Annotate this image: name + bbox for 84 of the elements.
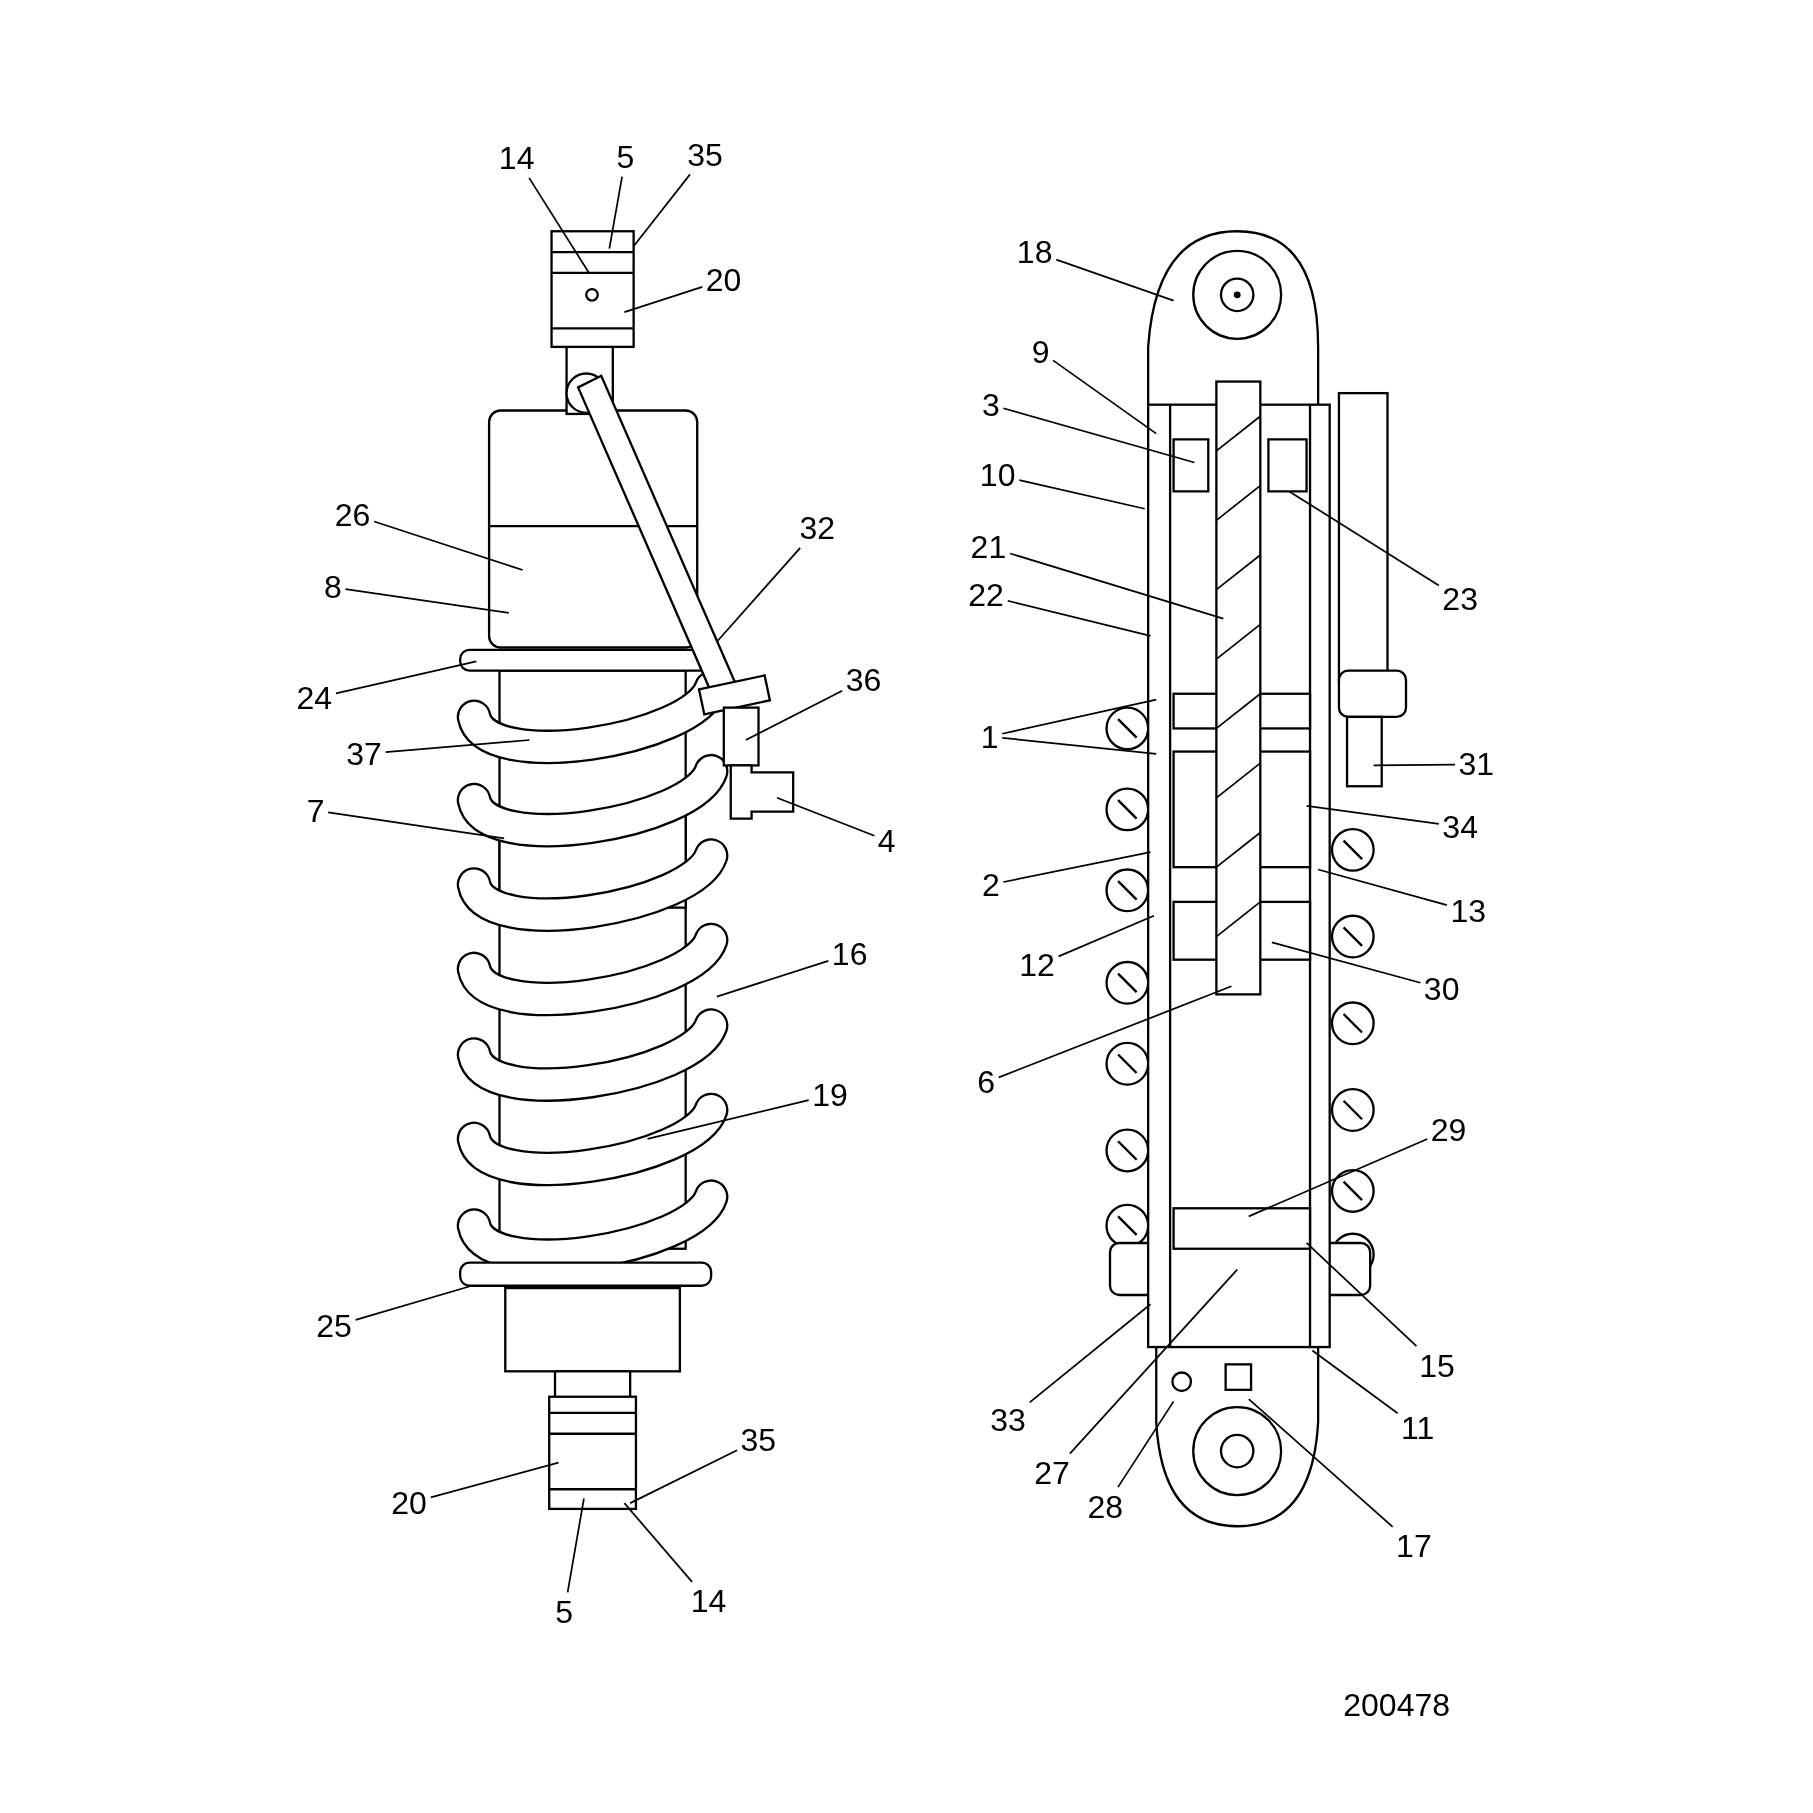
leader-line bbox=[1372, 763, 1456, 767]
callout-number: 10 bbox=[979, 459, 1016, 492]
leader-line bbox=[373, 520, 524, 571]
callout-number: 36 bbox=[845, 663, 882, 696]
callout-number: 24 bbox=[296, 682, 333, 715]
callout-number: 19 bbox=[812, 1078, 848, 1111]
callout-number: 23 bbox=[1442, 582, 1478, 615]
callout-number: 13 bbox=[1450, 895, 1487, 928]
leader-line bbox=[646, 1099, 810, 1140]
leader-line bbox=[1028, 1303, 1152, 1404]
leader-line bbox=[1055, 258, 1175, 302]
leader-line bbox=[744, 689, 844, 741]
leader-line bbox=[1305, 805, 1440, 825]
callout-number: 30 bbox=[1423, 972, 1460, 1005]
callout-number: 17 bbox=[1396, 1529, 1432, 1562]
leader-line bbox=[1288, 490, 1440, 587]
callout-number: 33 bbox=[990, 1403, 1026, 1436]
leader-line bbox=[335, 660, 478, 695]
leader-line bbox=[1002, 407, 1196, 464]
leader-line bbox=[344, 588, 510, 614]
callout-number: 14 bbox=[690, 1585, 727, 1618]
callout-number: 29 bbox=[1430, 1113, 1467, 1146]
leader-line bbox=[623, 285, 704, 314]
leader-line bbox=[716, 959, 830, 998]
leader-line bbox=[623, 1502, 693, 1583]
callout-number: 37 bbox=[346, 737, 382, 770]
callout-number: 5 bbox=[616, 141, 635, 174]
leader-line bbox=[1271, 941, 1422, 984]
figure-number: 200478 bbox=[1343, 1689, 1451, 1722]
leader-line bbox=[1117, 1400, 1175, 1488]
callout-number: 34 bbox=[1442, 810, 1478, 843]
leader-line bbox=[776, 796, 876, 837]
callout-number: 2 bbox=[981, 868, 1000, 901]
leader-line bbox=[1057, 914, 1155, 958]
leader-line bbox=[429, 1461, 560, 1499]
callout-number: 15 bbox=[1419, 1349, 1455, 1382]
leader-line bbox=[327, 811, 505, 840]
callout-number: 14 bbox=[498, 142, 535, 175]
callout-number: 25 bbox=[316, 1310, 352, 1343]
leader-line bbox=[997, 985, 1233, 1079]
callout-number: 1 bbox=[980, 720, 999, 753]
leader-line bbox=[1317, 868, 1448, 907]
leader-line bbox=[716, 547, 802, 643]
leader-line bbox=[1009, 552, 1225, 620]
callout-number: 26 bbox=[334, 498, 371, 531]
leader-line bbox=[1052, 359, 1158, 435]
callout-number: 35 bbox=[740, 1423, 777, 1456]
callout-number: 6 bbox=[977, 1066, 996, 1099]
callout-number: 12 bbox=[1019, 949, 1055, 982]
callout-number: 27 bbox=[1034, 1457, 1070, 1490]
callout-number: 11 bbox=[1401, 1411, 1435, 1444]
callout-number: 18 bbox=[1016, 236, 1053, 269]
leader-line bbox=[632, 173, 691, 248]
leader-line bbox=[1001, 736, 1158, 755]
leader-line bbox=[354, 1284, 473, 1321]
callout-number: 21 bbox=[970, 530, 1007, 563]
leader-line bbox=[528, 177, 591, 275]
callout-number: 5 bbox=[555, 1595, 574, 1628]
callout-number: 9 bbox=[1031, 335, 1050, 368]
callout-number: 32 bbox=[799, 512, 836, 545]
callout-number: 3 bbox=[981, 388, 1000, 421]
callout-number: 22 bbox=[968, 579, 1004, 612]
callout-number: 28 bbox=[1087, 1490, 1123, 1523]
leader-line bbox=[384, 739, 531, 753]
leader-line bbox=[1018, 479, 1146, 510]
callout-number: 7 bbox=[306, 794, 325, 827]
leader-line bbox=[1311, 1349, 1399, 1415]
callout-number: 31 bbox=[1458, 748, 1495, 781]
leader-line bbox=[1069, 1268, 1239, 1455]
leader-line bbox=[608, 175, 623, 250]
leader-line bbox=[1305, 1242, 1418, 1347]
callout-number: 20 bbox=[391, 1487, 427, 1520]
leader-line bbox=[566, 1497, 585, 1594]
leader-line bbox=[629, 1449, 738, 1504]
leader-line bbox=[1247, 1398, 1394, 1528]
callout-number: 8 bbox=[324, 571, 342, 604]
leader-line bbox=[1002, 851, 1152, 883]
callout-number: 16 bbox=[831, 937, 868, 970]
leader-line bbox=[1247, 1138, 1429, 1218]
callout-number: 35 bbox=[687, 138, 723, 171]
callout-number: 20 bbox=[705, 263, 742, 296]
leader-line bbox=[1001, 698, 1158, 735]
leader-line bbox=[1006, 599, 1152, 637]
callout-number: 4 bbox=[877, 824, 896, 857]
